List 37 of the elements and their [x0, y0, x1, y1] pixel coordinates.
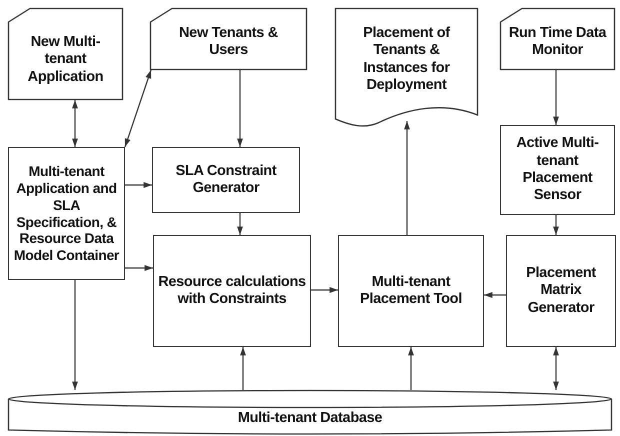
box-label: New Multi-tenant Application [26, 34, 104, 86]
box-label: Placement Matrix Generator [525, 264, 597, 318]
manual-input-shape [500, 8, 615, 70]
document-shape [335, 8, 478, 127]
box-label: Multi-tenant Placement Tool [359, 274, 463, 308]
box-label: Multi-tenant Application and SLA Specification, & Resource Data Model Container [12, 163, 120, 264]
manual-input-shape [8, 8, 123, 100]
arrow [72, 280, 78, 390]
box-label: Placement of Tenants & Instances for Deployment [362, 24, 452, 94]
arrow [72, 100, 78, 147]
process-box [338, 235, 484, 347]
box-label: Run Time Data Monitor [508, 24, 608, 60]
process-box [8, 147, 125, 280]
arrow [125, 265, 153, 271]
arrow [237, 213, 243, 235]
arrow [408, 347, 414, 390]
arrow [484, 292, 506, 298]
arrow [311, 287, 338, 293]
arrow [404, 121, 410, 235]
arrow [553, 347, 559, 390]
process-box [506, 235, 616, 347]
box-label: SLA Constraint Generator [174, 162, 278, 198]
arrow [125, 182, 152, 188]
arrow [124, 70, 152, 148]
box-label: New Tenants & Users [178, 24, 279, 60]
process-box [152, 147, 300, 213]
box-label: Multi-tenant Database [238, 410, 382, 428]
arrow [553, 215, 559, 235]
arrow [237, 70, 243, 147]
arrow [553, 70, 559, 125]
box-label: Resource calculations with Constraints [158, 274, 306, 308]
process-box [500, 125, 615, 215]
box-label: Active Multi-tenant Placement Sensor [515, 135, 600, 205]
process-box [153, 235, 311, 347]
database-cylinder [8, 390, 612, 434]
manual-input-shape [150, 8, 307, 70]
arrow [240, 347, 246, 390]
